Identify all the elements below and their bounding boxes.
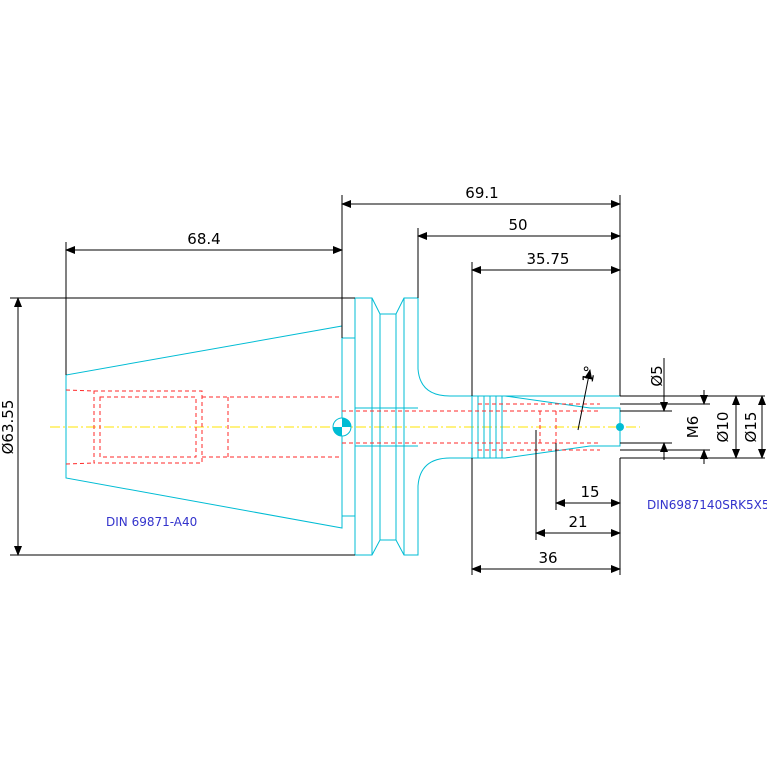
dim-m6-text: M6 bbox=[684, 416, 702, 439]
dim-phi-5-text: Ø5 bbox=[648, 365, 666, 386]
dim-36-text: 36 bbox=[538, 549, 557, 567]
dim-35-75-text: 35.75 bbox=[527, 250, 570, 268]
dim-phi-63-55-text: Ø63.55 bbox=[0, 400, 17, 455]
dim-phi-15-text: Ø15 bbox=[742, 412, 760, 443]
dim-50: 50 bbox=[417, 216, 621, 298]
dim-68-4-text: 68.4 bbox=[187, 230, 220, 248]
dim-69-1-text: 69.1 bbox=[465, 184, 498, 202]
dim-50-text: 50 bbox=[508, 216, 527, 234]
tip-mark-icon bbox=[616, 423, 624, 431]
dim-phi-63-55: Ø63.55 bbox=[0, 297, 355, 556]
label-right-part: DIN6987140SRK5X50 bbox=[647, 498, 767, 512]
dim-angle: 1° bbox=[577, 364, 600, 431]
dim-36: 36 bbox=[471, 458, 621, 575]
dim-68-4: 68.4 bbox=[65, 230, 343, 375]
dim-phi-10-text: Ø10 bbox=[714, 412, 732, 443]
dim-21-text: 21 bbox=[568, 513, 587, 531]
dim-15-text: 15 bbox=[580, 483, 599, 501]
dim-15: 15 bbox=[555, 443, 621, 510]
hidden-features bbox=[65, 389, 600, 465]
dim-21: 21 bbox=[535, 430, 621, 575]
center-mark-icon bbox=[332, 417, 352, 437]
flange-body bbox=[342, 297, 620, 556]
dim-angle-text: 1° bbox=[579, 364, 600, 384]
dim-right-diameters: Ø5 M6 Ø10 Ø15 bbox=[620, 358, 766, 464]
dim-35-75: 35.75 bbox=[471, 250, 621, 396]
label-left-part: DIN 69871-A40 bbox=[106, 515, 197, 529]
dim-69-1: 69.1 bbox=[341, 184, 621, 396]
